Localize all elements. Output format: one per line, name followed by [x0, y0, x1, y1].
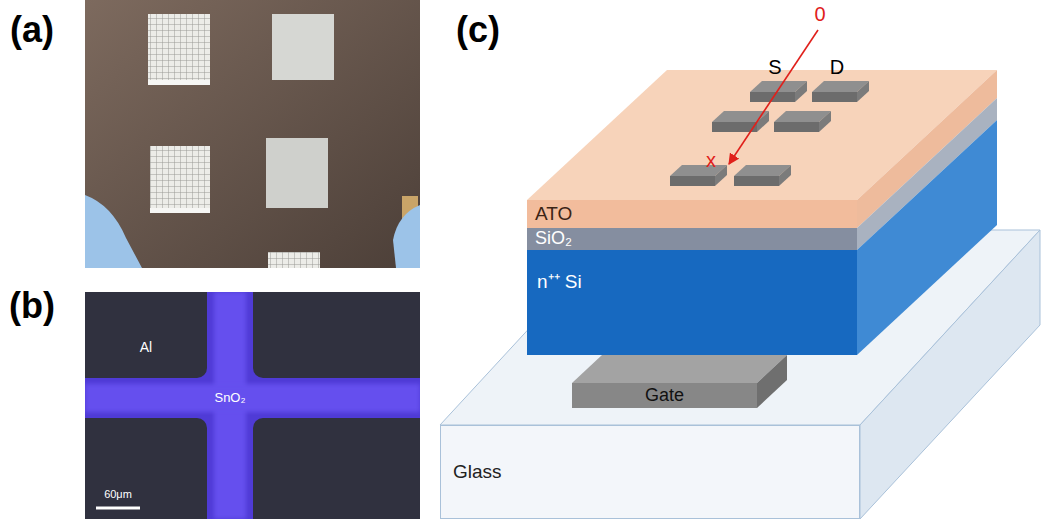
al-pad [253, 292, 420, 378]
electrode-front [750, 92, 795, 102]
al-pad [85, 418, 207, 519]
electrode [774, 111, 831, 132]
terminal-label: D [830, 56, 844, 78]
electrode [734, 165, 791, 186]
electrode [750, 81, 807, 102]
al-pad [85, 292, 207, 378]
terminal-label: S [768, 56, 781, 78]
material-label: SnO₂ [214, 391, 245, 405]
scale-bar [96, 507, 140, 510]
layer-label: Glass [453, 462, 502, 483]
axis-label: 0 [814, 3, 825, 25]
electrode [670, 165, 727, 186]
panel-label: (a) [10, 10, 54, 50]
layer-label: SiO₂ [535, 229, 572, 249]
layer-label: n⁺⁺ Si [537, 272, 582, 293]
electrode-front [734, 176, 779, 186]
electrode [812, 81, 869, 102]
gate-top [572, 355, 787, 383]
si-side [857, 120, 997, 355]
glass-substrate: Glass [440, 425, 860, 519]
window-edge [150, 208, 210, 213]
micrograph [85, 292, 420, 519]
electrode-front [774, 122, 819, 132]
channel-highlight [85, 384, 420, 412]
device-window [150, 146, 210, 210]
electrode-front [712, 122, 757, 132]
sio2-layer: SiO₂ [527, 228, 857, 251]
glove [85, 195, 142, 268]
device-window [268, 252, 320, 268]
device-window [272, 14, 334, 80]
electrode-front [812, 92, 857, 102]
panel-label: (b) [9, 286, 55, 326]
position-axis [729, 30, 818, 164]
glove [393, 205, 420, 268]
electrode-side [795, 81, 807, 102]
layer-label: ATO [535, 204, 572, 225]
gate-side [757, 355, 787, 408]
scale-label: 60μm [104, 488, 132, 500]
electrode-side [779, 165, 791, 186]
device-schematic [440, 30, 1040, 519]
electrode-front [670, 176, 715, 186]
device-window [148, 14, 210, 82]
electrode [712, 111, 769, 132]
panel-label: (c) [456, 10, 500, 50]
sample-photo [85, 0, 420, 268]
electrode-side [857, 81, 869, 102]
silicon-layer: n⁺⁺ Si [527, 250, 857, 355]
ato-layer: ATO [527, 200, 857, 228]
al-pad [253, 418, 420, 519]
material-label: Al [140, 340, 152, 355]
window-edge [148, 80, 210, 85]
gate-electrode: Gate [572, 383, 757, 408]
device-window [266, 138, 328, 208]
electrode-side [819, 111, 831, 132]
photo-ground [85, 0, 420, 268]
electrode-side [715, 165, 727, 186]
layer-label: Gate [645, 386, 684, 406]
axis-label: x [706, 149, 716, 171]
